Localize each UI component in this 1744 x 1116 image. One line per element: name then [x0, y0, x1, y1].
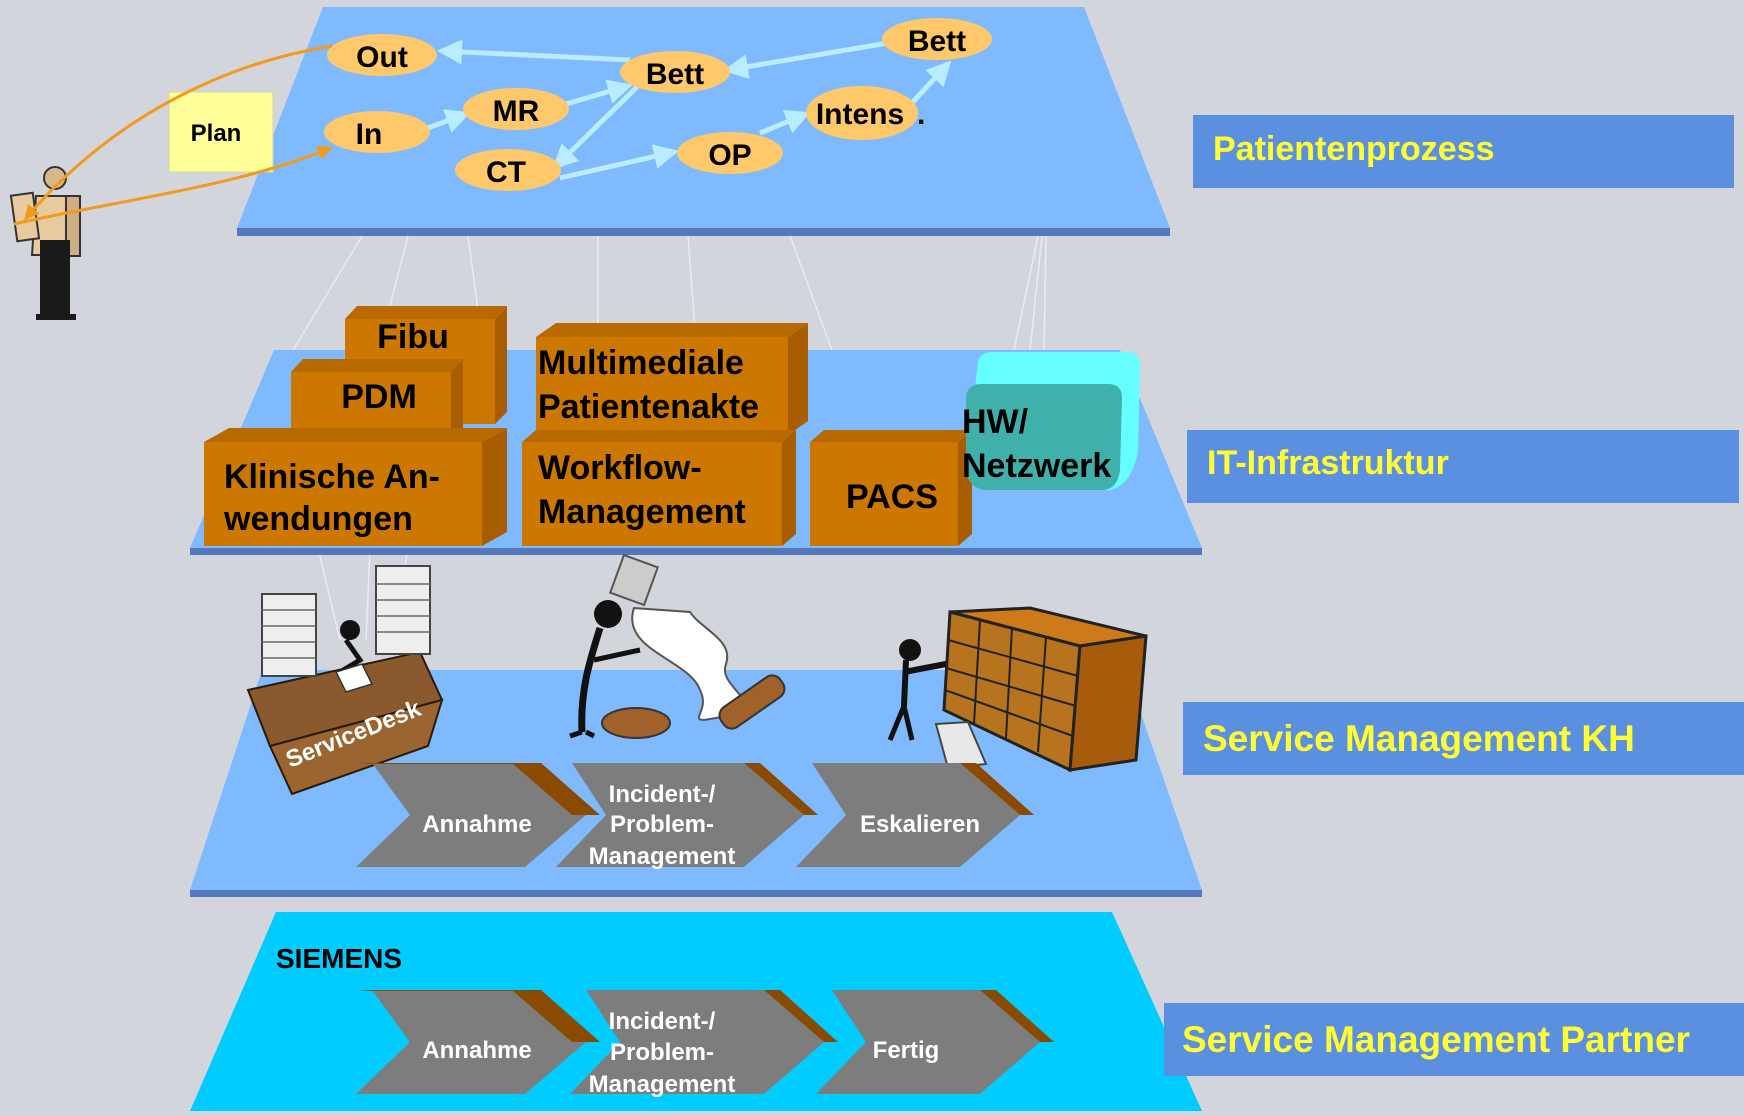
step-incident-kh-label-2: Problem-	[610, 811, 714, 838]
step-incident-partner-label-3: Management	[589, 1071, 736, 1098]
node-intens-dot: .	[917, 98, 925, 131]
arrow-person-in	[13, 145, 333, 226]
klinische-anwendungen-block: Klinische An- wendungen	[204, 428, 507, 546]
step-incident-kh: Incident-/ Problem- Management	[556, 763, 818, 870]
workflow-label-1: Workflow-	[538, 449, 702, 487]
arrow-intens-bett	[908, 60, 952, 107]
smkh-plane-edge	[190, 890, 1202, 897]
pdm-label: PDM	[341, 378, 417, 416]
it-label: IT-Infrastruktur	[1207, 444, 1449, 482]
arrow-op-intens	[759, 110, 811, 136]
klinische-label-2: wendungen	[223, 500, 413, 538]
node-in-label: In	[356, 118, 383, 151]
patient-plane-edge	[237, 228, 1170, 236]
step-incident-partner-label-2: Problem-	[610, 1039, 714, 1066]
node-op-label: OP	[708, 139, 751, 172]
partner-layer: SIEMENS Annahme Incident-/ Problem- Mana…	[190, 912, 1744, 1111]
node-ct: CT	[455, 149, 561, 191]
arrow-bett2-bett1	[723, 40, 889, 79]
it-label-box	[1187, 430, 1739, 503]
arrow-out-person	[24, 44, 333, 221]
node-in: In	[324, 111, 430, 153]
step-eskalieren-kh-label: Eskalieren	[860, 811, 980, 838]
klinische-label-1: Klinische An-	[224, 458, 440, 496]
node-intens-label: Intens	[816, 98, 904, 131]
workflow-label-2: Management	[538, 493, 746, 531]
smkh-label-box	[1183, 702, 1744, 775]
fibu-label: Fibu	[377, 318, 449, 356]
hw-netzwerk-block: HW/ Netzwerk	[962, 352, 1140, 490]
hw-label-1: HW/	[962, 403, 1029, 441]
workflow-block: Workflow- Management	[522, 430, 796, 546]
servicedesk-illustration: ServiceDesk	[246, 565, 444, 796]
node-bett-1: Bett	[620, 51, 730, 93]
step-annahme-partner: Annahme	[356, 990, 600, 1094]
pacs-label: PACS	[846, 478, 938, 516]
step-incident-partner-label-1: Incident-/	[609, 1008, 716, 1035]
step-fertig-partner-label: Fertig	[873, 1037, 940, 1064]
node-bett-1-label: Bett	[646, 58, 704, 91]
it-plane-edge	[190, 548, 1202, 555]
arrow-in-mr	[427, 109, 471, 133]
hw-label-2: Netzwerk	[962, 447, 1111, 485]
person-icon	[9, 166, 82, 320]
step-incident-kh-label-3: Management	[589, 843, 736, 870]
step-eskalieren-kh: Eskalieren	[796, 763, 1034, 867]
arrow-mr-bett	[565, 79, 633, 107]
node-out-label: Out	[356, 41, 408, 74]
plan-box	[168, 91, 274, 173]
plan-arrows	[13, 44, 333, 226]
arrow-bett-out	[437, 39, 631, 65]
smkh-layer: ServiceDesk	[190, 553, 1744, 897]
patientenakte-label-2: Patientenakte	[538, 388, 759, 426]
patient-label-box	[1193, 115, 1734, 188]
process-arrows	[427, 39, 952, 181]
patient-layer: Out Bett Bett MR In CT OP Intens	[9, 7, 1734, 641]
partner-label: Service Management Partner	[1182, 1019, 1690, 1060]
step-annahme-kh: Annahme	[356, 763, 600, 867]
patientenakte-label-1: Multimediale	[538, 344, 744, 382]
step-annahme-kh-label: Annahme	[422, 811, 531, 838]
paper-stack-left	[261, 593, 317, 677]
node-bett-2-label: Bett	[908, 25, 966, 58]
node-ct-label: CT	[486, 156, 526, 189]
paper-stack-right	[375, 565, 431, 655]
arrow-ct-op	[559, 144, 679, 181]
patientenakte-block: Multimediale Patientenakte	[536, 323, 808, 435]
patient-label: Patientenprozess	[1213, 130, 1495, 168]
it-layer: Fibu PDM Klinische An- wendungen Multime…	[190, 306, 1739, 555]
step-incident-kh-label-1: Incident-/	[609, 781, 716, 808]
smkh-label: Service Management KH	[1203, 718, 1635, 759]
node-op: OP	[677, 132, 783, 174]
step-fertig-partner: Fertig	[816, 990, 1054, 1094]
pacs-block: PACS	[810, 430, 972, 546]
node-mr-label: MR	[493, 95, 540, 128]
siemens-label: SIEMENS	[276, 943, 402, 974]
cabinet-illustration	[887, 606, 1148, 773]
step-incident-partner: Incident-/ Problem- Management	[570, 990, 838, 1098]
node-intens: Intens .	[806, 86, 925, 140]
node-mr: MR	[463, 88, 569, 130]
arrow-bett-ct	[552, 84, 640, 170]
pdm-block: PDM	[291, 359, 463, 440]
node-bett-2: Bett	[882, 18, 992, 60]
hourglass-illustration	[569, 553, 786, 739]
plan-label: Plan	[191, 120, 242, 147]
node-out: Out	[327, 34, 437, 76]
step-annahme-partner-label: Annahme	[422, 1037, 531, 1064]
partner-label-box	[1164, 1003, 1744, 1076]
